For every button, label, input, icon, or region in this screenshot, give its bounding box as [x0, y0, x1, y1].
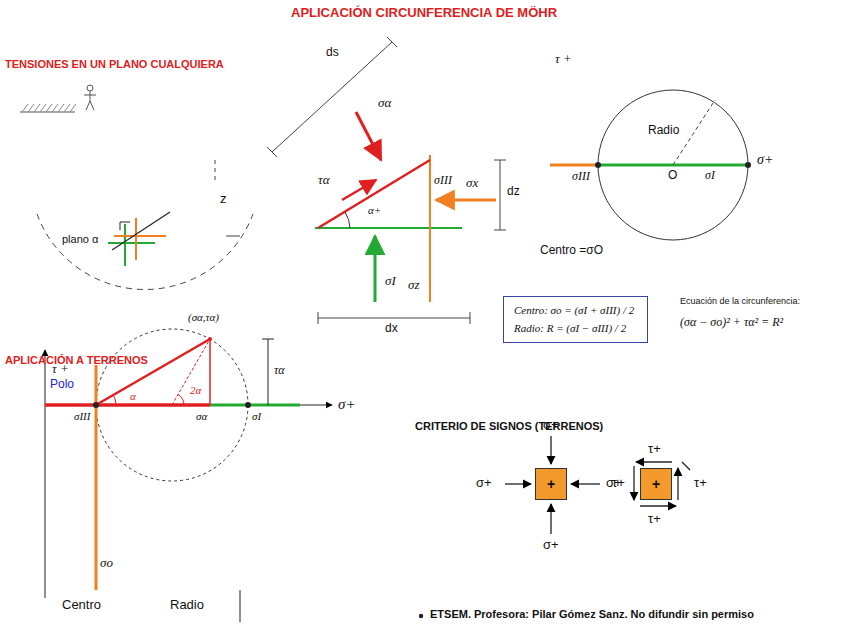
label: σα [378, 96, 391, 111]
label: τ+ [648, 512, 661, 527]
label: ds [326, 46, 339, 60]
label: σI [252, 410, 261, 423]
label: σ+ [338, 396, 356, 413]
label: σ+ [543, 418, 559, 433]
label: σIII [434, 174, 452, 188]
label: dx [385, 322, 398, 336]
formula-line: Centro: σo = (σI + σIII) / 2 [514, 302, 637, 320]
label: σz [408, 278, 419, 293]
label: (σα − σo)² + τα² = R² [680, 316, 783, 330]
label: σx [466, 176, 478, 191]
label: σI [705, 169, 715, 183]
label: Ecuación de la circunferencia: [680, 296, 800, 306]
label: Centro =σO [540, 244, 603, 258]
label: plano α [62, 233, 98, 246]
terrenos-plot [45, 329, 332, 622]
label: σIII [572, 170, 590, 184]
label: APLICACIÓN A TERRENOS [5, 354, 148, 367]
formula-line: Radio: R = (σI − σIII) / 2 [514, 320, 637, 338]
label: σo [100, 556, 113, 571]
label: σα [196, 410, 207, 423]
label: α+ [368, 204, 381, 217]
label: τ+ [648, 442, 661, 457]
label: Radio [170, 598, 204, 613]
ground-figure [20, 85, 253, 289]
sign-square: + [535, 468, 567, 500]
label: σIII [74, 410, 90, 423]
label: ETSEM. Profesora: Pilar Gómez Sanz. No d… [430, 608, 754, 621]
label: (σα,τα) [188, 311, 219, 324]
label: τ+ [694, 476, 707, 491]
label: dz [507, 185, 520, 199]
label: Centro [62, 598, 101, 613]
label: TENSIONES EN UN PLANO CUALQUIERA [5, 58, 224, 71]
label: τ+ [612, 476, 625, 491]
label: O [668, 169, 677, 183]
title: APLICACIÓN CIRCUNFERENCIA DE MÖHR [291, 6, 557, 21]
label: τα [318, 173, 329, 188]
label: σ+ [543, 538, 559, 553]
sign-mark: + [547, 476, 555, 492]
label: σ+ [757, 152, 773, 168]
sign-arrows [505, 436, 690, 534]
bullet [419, 614, 423, 618]
label: CRITERIO DE SIGNOS (TERRENOS) [415, 420, 603, 433]
label: σ+ [476, 476, 492, 491]
sign-square: + [640, 468, 672, 500]
mohr-circle [503, 90, 751, 297]
sign-mark: + [652, 476, 660, 492]
formula-box: Centro: σo = (σI + σIII) / 2Radio: R = (… [503, 296, 648, 343]
label: τ + [555, 52, 572, 67]
label: 2α [190, 384, 201, 397]
label: z [220, 192, 227, 207]
label: Polo [50, 378, 74, 392]
label: Radio [648, 124, 679, 138]
label: τα [274, 364, 285, 378]
wedge-figure [267, 37, 506, 324]
label: τ + [52, 362, 69, 377]
label: σI [385, 274, 396, 289]
label: α [130, 390, 136, 403]
